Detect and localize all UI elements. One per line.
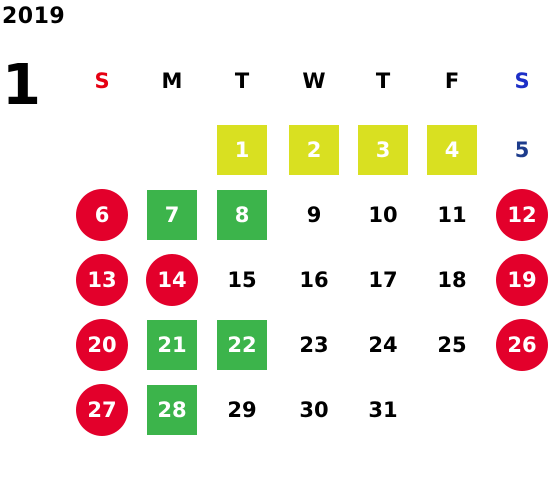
calendar-month-number: 1	[2, 53, 41, 118]
calendar-day-25[interactable]: 25	[437, 333, 467, 357]
calendar-day-5[interactable]: 5	[514, 138, 530, 162]
calendar-day-27[interactable]: 27	[76, 384, 128, 436]
calendar-year: 2019	[2, 4, 66, 29]
calendar-day-1[interactable]: 1	[217, 125, 267, 175]
calendar-day-16[interactable]: 16	[299, 268, 329, 292]
weekday-header-sun: S	[94, 69, 110, 93]
calendar-day-8[interactable]: 8	[217, 190, 267, 240]
calendar-day-11[interactable]: 11	[437, 203, 467, 227]
weekday-header-sat: S	[514, 69, 530, 93]
calendar-day-29[interactable]: 29	[227, 398, 257, 422]
calendar-day-2[interactable]: 2	[289, 125, 339, 175]
calendar-day-4[interactable]: 4	[427, 125, 477, 175]
calendar-day-20[interactable]: 20	[76, 319, 128, 371]
calendar-day-26[interactable]: 26	[496, 319, 548, 371]
calendar-day-28[interactable]: 28	[147, 385, 197, 435]
calendar-day-7[interactable]: 7	[147, 190, 197, 240]
calendar-day-24[interactable]: 24	[368, 333, 398, 357]
calendar-day-15[interactable]: 15	[227, 268, 257, 292]
calendar-day-18[interactable]: 18	[437, 268, 467, 292]
calendar-day-21[interactable]: 21	[147, 320, 197, 370]
calendar-day-13[interactable]: 13	[76, 254, 128, 306]
calendar-day-10[interactable]: 10	[368, 203, 398, 227]
calendar-day-14[interactable]: 14	[146, 254, 198, 306]
calendar-day-19[interactable]: 19	[496, 254, 548, 306]
calendar-day-3[interactable]: 3	[358, 125, 408, 175]
calendar-day-23[interactable]: 23	[299, 333, 329, 357]
weekday-header-fri: F	[444, 69, 460, 93]
weekday-header-mon: M	[161, 69, 183, 93]
calendar-day-31[interactable]: 31	[368, 398, 398, 422]
weekday-header-thu: T	[375, 69, 391, 93]
calendar-day-9[interactable]: 9	[306, 203, 322, 227]
calendar-day-12[interactable]: 12	[496, 189, 548, 241]
calendar-day-17[interactable]: 17	[368, 268, 398, 292]
weekday-header-tue: T	[234, 69, 250, 93]
calendar-day-22[interactable]: 22	[217, 320, 267, 370]
weekday-header-wed: W	[302, 69, 326, 93]
calendar-day-30[interactable]: 30	[299, 398, 329, 422]
calendar-day-6[interactable]: 6	[76, 189, 128, 241]
